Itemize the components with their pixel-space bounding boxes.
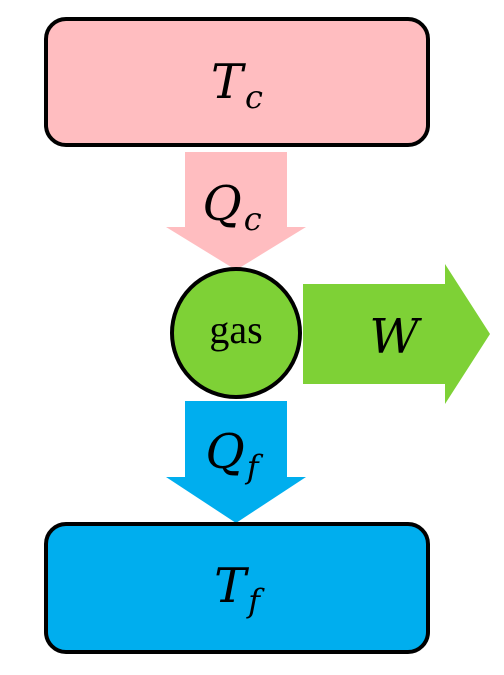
hot-reservoir-label: Tc (211, 54, 263, 116)
heat-in-arrow: Qc (166, 152, 306, 270)
cold-reservoir: Tf (44, 522, 430, 654)
engine-label: gas (209, 307, 262, 352)
heat-in-label: Qc (202, 176, 261, 238)
work-arrow: W (303, 264, 490, 404)
hot-reservoir: Tc (44, 17, 430, 147)
heat-out-arrow: Qf (166, 401, 306, 523)
work-label: W (369, 309, 422, 365)
engine: gas (170, 267, 302, 399)
